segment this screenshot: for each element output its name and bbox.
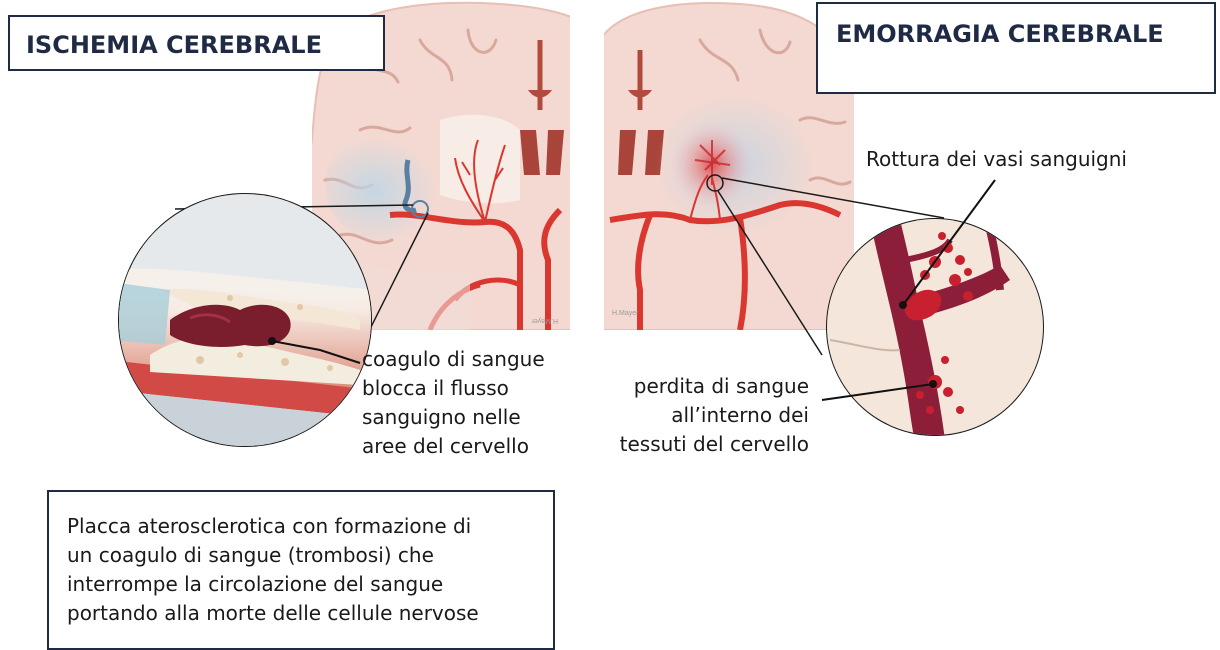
blood-leak-label-line: perdita di sangue [600, 372, 809, 401]
ischemia-label-line: aree del cervello [362, 432, 545, 461]
vessel-rupture-label: Rottura dei vasi sanguigni [866, 145, 1127, 174]
ischemia-clot-label: coagulo di sangue blocca il flusso sangu… [362, 345, 545, 461]
ischemia-label-line: blocca il flusso [362, 374, 545, 403]
hemorrhage-vessel-closeup [822, 180, 1045, 440]
blood-leak-label-line: all’interno dei [600, 401, 809, 430]
hemorrhage-title: EMORRAGIA CEREBRALE [816, 2, 1216, 94]
credit-left: H.Mayer [531, 317, 558, 324]
blood-leak-label-line: tessuti del cervello [600, 430, 809, 459]
blood-leak-label: perdita di sangue all’interno dei tessut… [600, 372, 809, 459]
credit-right: H.Mayer [612, 310, 639, 317]
ischemia-title: ISCHEMIA CEREBRALE [8, 15, 385, 71]
ischemia-label-line: coagulo di sangue [362, 345, 545, 374]
ischemia-label-line: sanguigno nelle [362, 403, 545, 432]
atherosclerotic-plaque-description: Placca aterosclerotica con formazione di… [47, 490, 555, 650]
